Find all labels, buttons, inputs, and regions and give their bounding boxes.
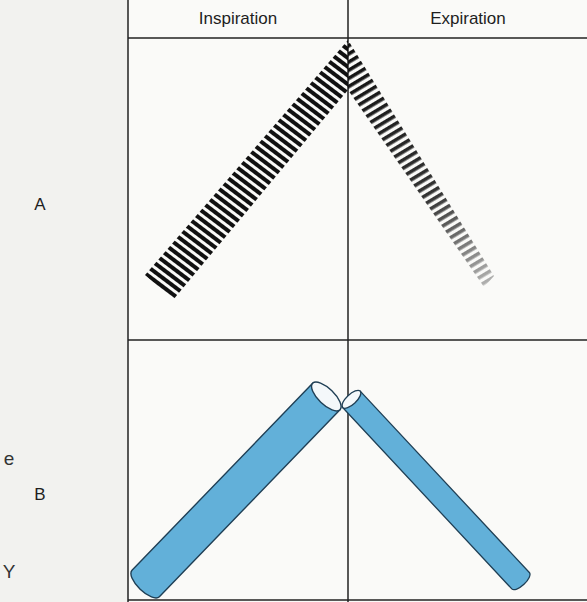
expiration-sound-bar [348,40,494,287]
cut-text-fragment: e [4,449,15,470]
row-letter: A [34,196,45,215]
column-heading: Expiration [430,10,506,29]
column-heading: Inspiration [199,10,277,29]
expiration-tube [339,387,533,592]
inspiration-tube [126,378,345,602]
cut-text-fragment: Y [3,562,16,583]
row-letter: B [34,486,45,505]
inspiration-sound-bar [145,40,348,300]
